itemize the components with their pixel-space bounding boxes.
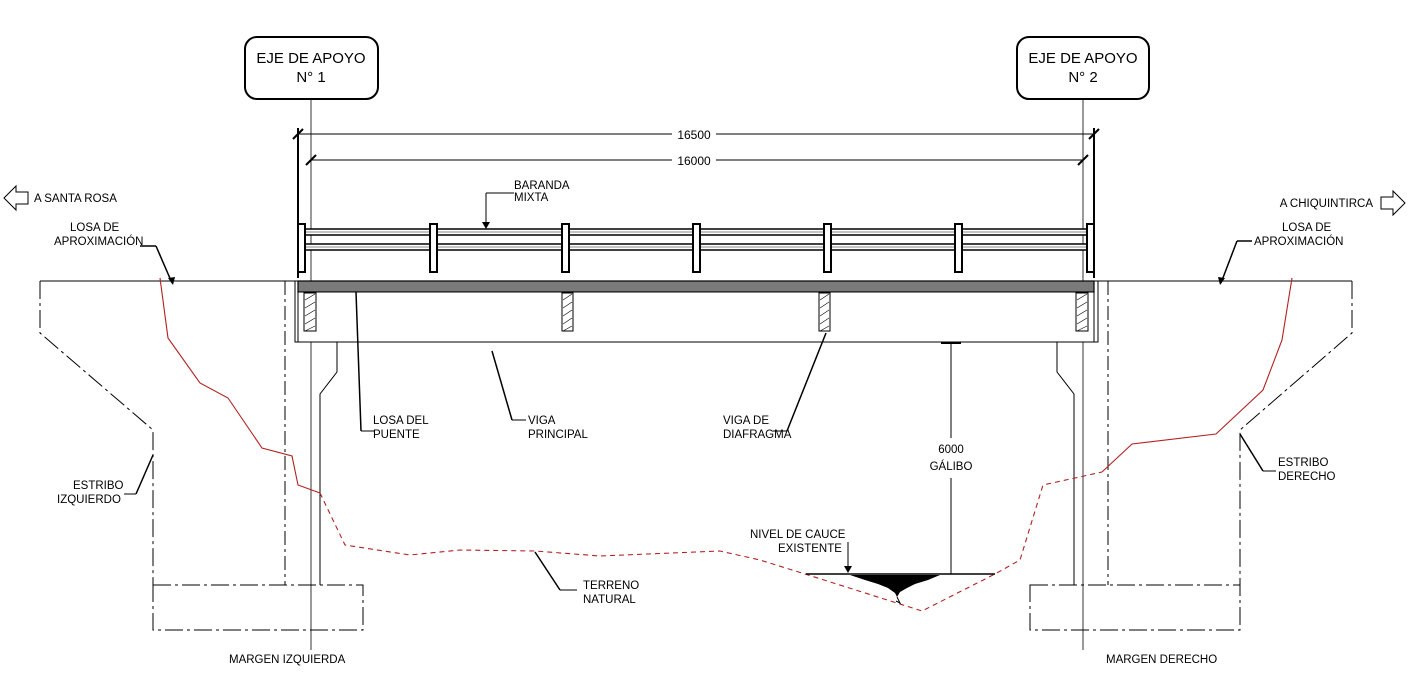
left-abutment <box>39 281 364 631</box>
label-losa-aprox-right-1: LOSA DE <box>1282 222 1332 234</box>
label-terreno-1: TERRENO <box>583 580 639 592</box>
support-2-line2: N° 2 <box>1068 69 1097 86</box>
direction-right-text: A CHIQUINTIRCA <box>1280 198 1374 210</box>
dimension-16500-text: 16500 <box>677 128 711 142</box>
label-viga-diafragma-2: DIAFRAGMA <box>723 429 792 441</box>
support-2-line1: EJE DE APOYO <box>1028 50 1137 67</box>
label-baranda-2: MIXTA <box>514 192 549 204</box>
right-abutment <box>1029 281 1353 631</box>
support-axis-2-tag: EJE DE APOYO N° 2 <box>1016 36 1150 100</box>
dimension-span-length: 16000 <box>305 154 1089 168</box>
direction-left-text: A SANTA ROSA <box>34 193 117 205</box>
main-beam <box>297 291 1095 343</box>
diaphragm-beams <box>303 292 1089 332</box>
terrain-left-red <box>159 277 321 494</box>
direction-right: A CHIQUINTIRCA <box>1280 189 1406 217</box>
label-losa-aprox-left-2: APROXIMACIÓN <box>54 235 143 248</box>
label-losa-aprox-left-1: LOSA DE <box>70 222 120 234</box>
leader-lines <box>124 192 1276 591</box>
label-nivel-cauce-2: EXISTENTE <box>778 543 842 555</box>
terrain-right-red <box>1101 277 1293 473</box>
label-losa-puente-2: PUENTE <box>373 429 420 441</box>
label-losa-aprox-right-2: APROXIMACIÓN <box>1254 235 1343 248</box>
label-estribo-izq-2: IZQUIERDO <box>57 494 121 506</box>
clearance-value-text: 6000 <box>938 444 964 456</box>
label-estribo-der-1: ESTRIBO <box>1278 457 1329 469</box>
channel-level <box>806 542 995 605</box>
direction-left: A SANTA ROSA <box>3 184 117 212</box>
label-margen-derecho: MARGEN DERECHO <box>1106 654 1217 666</box>
dimension-total-length: 16500 <box>292 128 1100 278</box>
terrain-natural-dashed <box>319 471 1103 612</box>
label-estribo-izq-1: ESTRIBO <box>73 480 124 492</box>
label-viga-diafragma-1: VIGA DE <box>723 415 769 427</box>
label-viga-principal-1: VIGA <box>528 415 556 427</box>
railing <box>297 223 1095 273</box>
label-losa-puente-1: LOSA DEL <box>373 415 429 427</box>
clearance-dimension: 6000 GÁLIBO <box>930 342 973 574</box>
clearance-label-text: GÁLIBO <box>930 460 973 473</box>
label-estribo-der-2: DERECHO <box>1278 471 1336 483</box>
support-axis-1-tag: EJE DE APOYO N° 1 <box>244 36 379 100</box>
label-terreno-2: NATURAL <box>583 594 636 606</box>
label-baranda-1: BARANDA <box>514 180 570 192</box>
support-1-line1: EJE DE APOYO <box>256 50 365 67</box>
label-viga-principal-2: PRINCIPAL <box>528 429 588 441</box>
support-1-line2: N° 1 <box>296 69 325 86</box>
label-nivel-cauce-1: NIVEL DE CAUCE <box>750 529 846 541</box>
label-margen-izquierda: MARGEN IZQUIERDA <box>229 654 346 666</box>
deck-slab <box>297 280 1095 293</box>
dimension-16000-text: 16000 <box>677 154 711 168</box>
